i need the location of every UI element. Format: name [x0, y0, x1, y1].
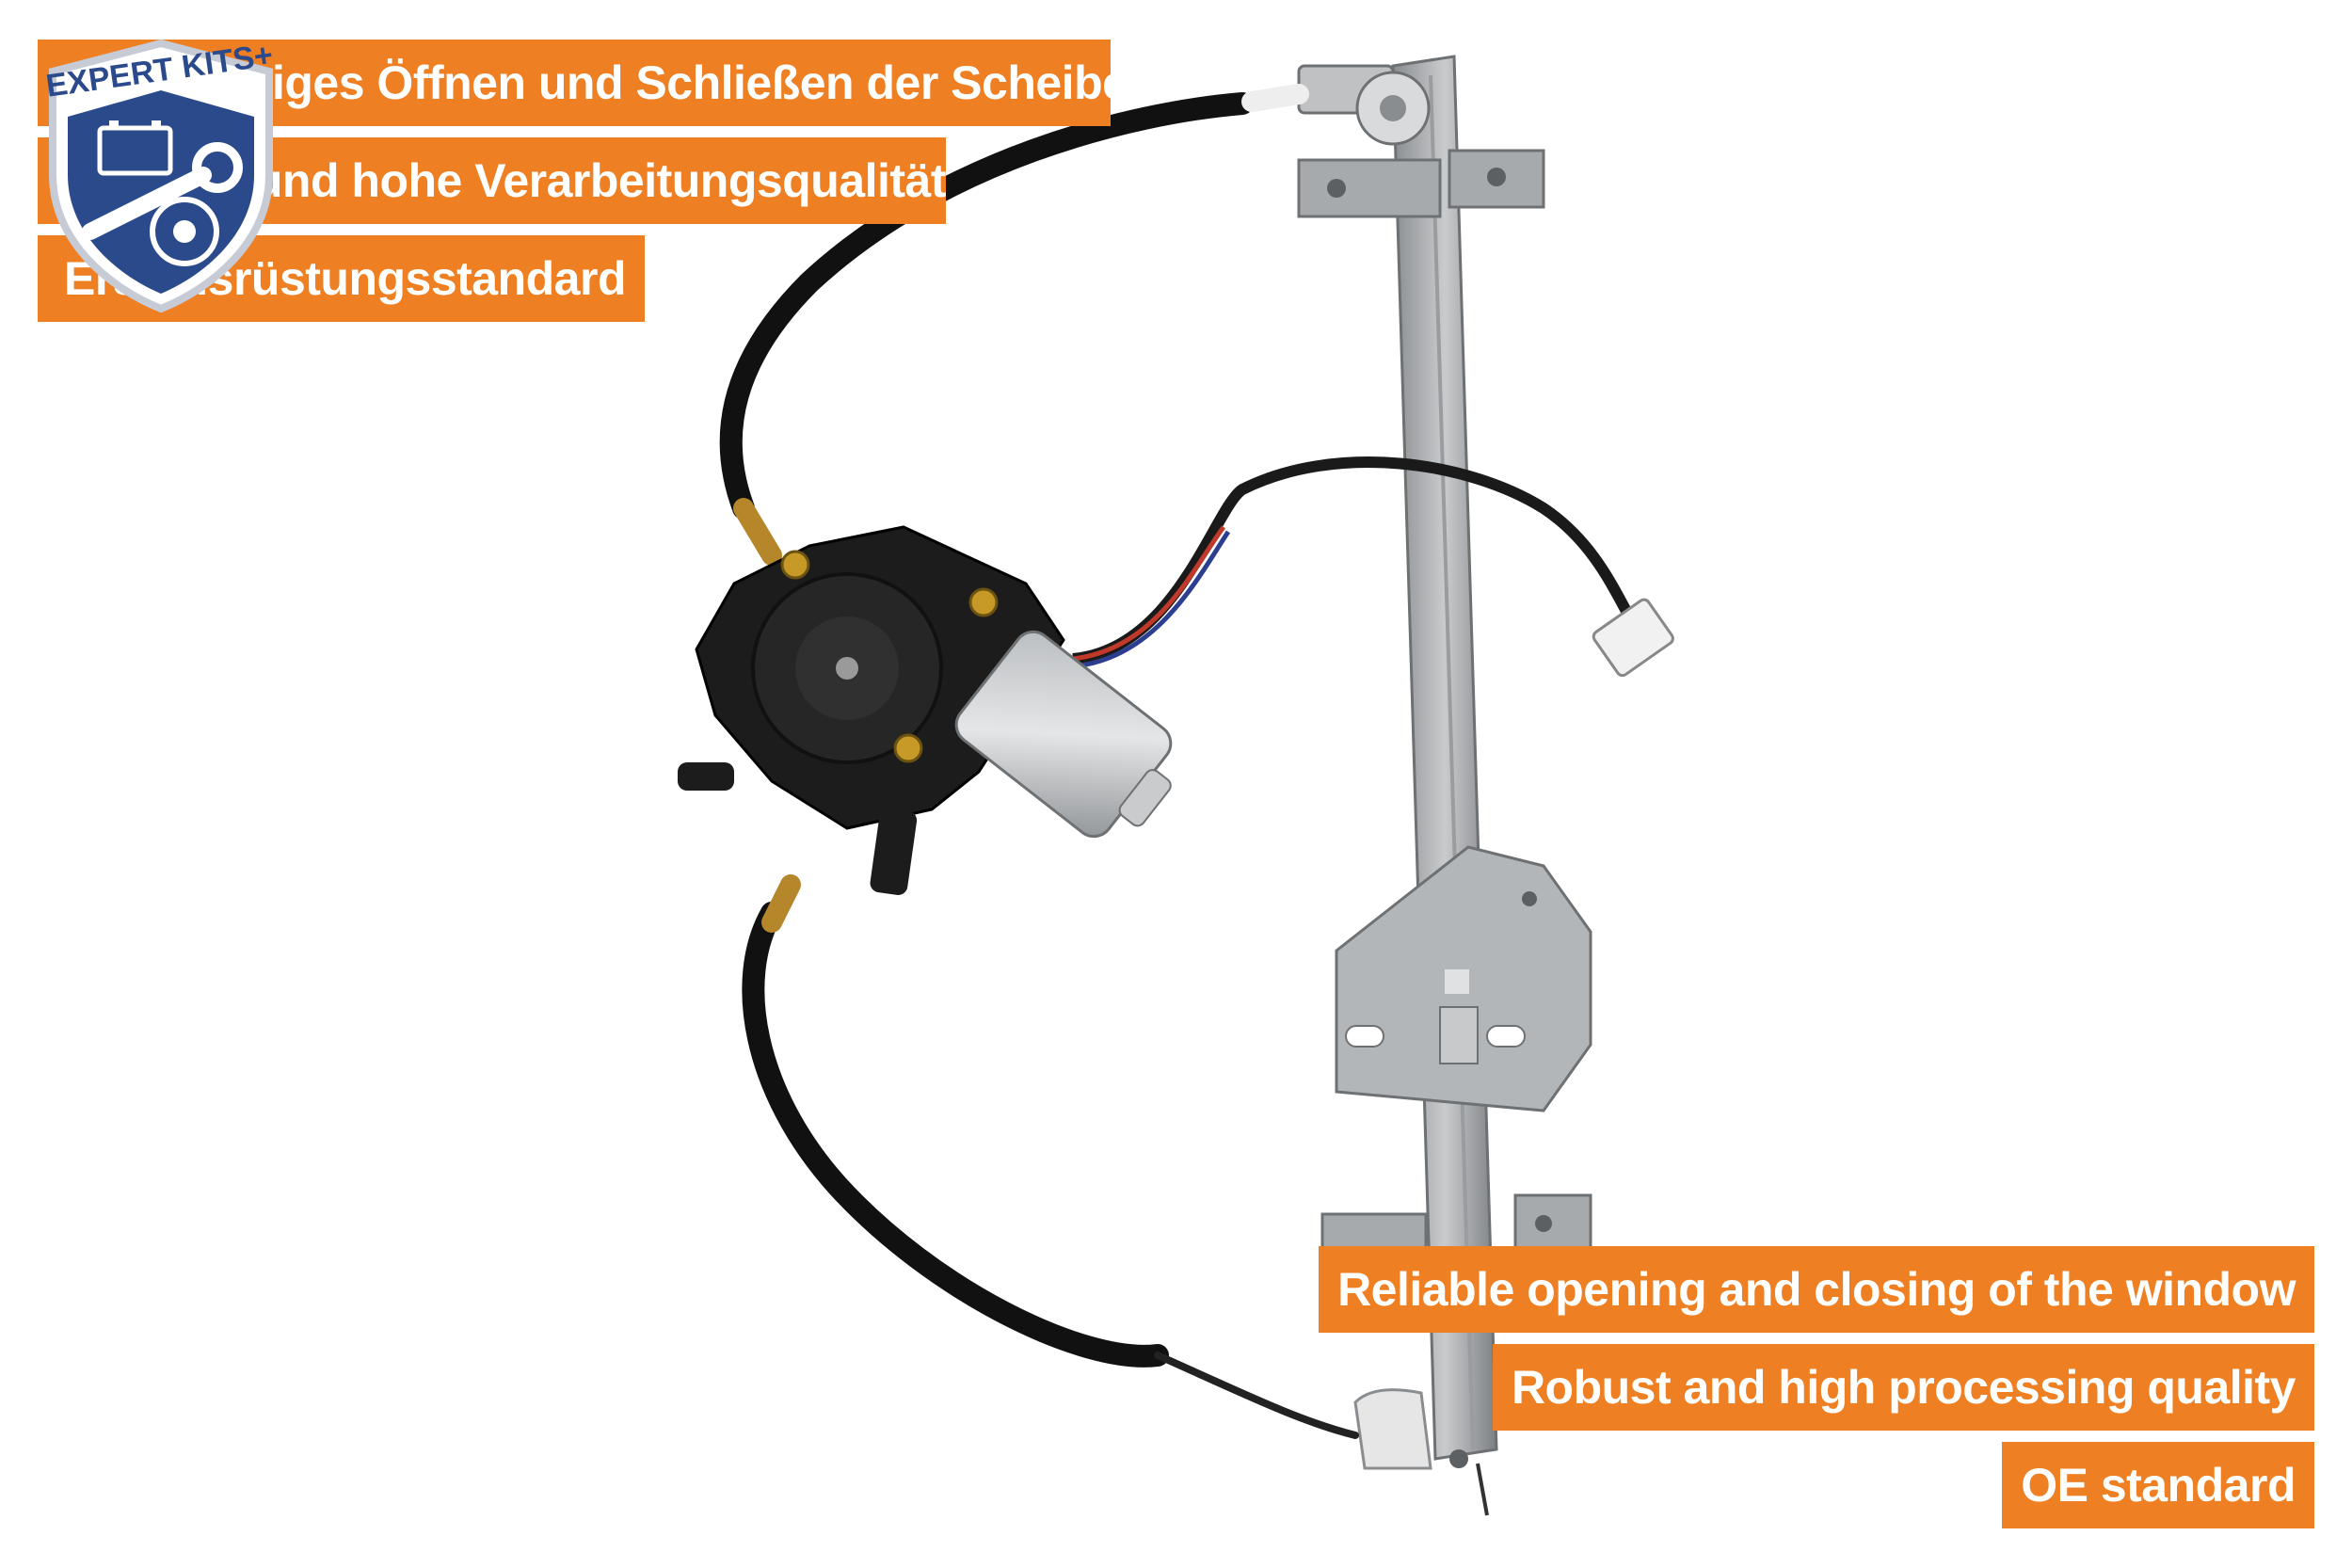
- feature-text-en-3: OE standard: [2021, 1459, 2296, 1512]
- brake-disc-icon: [150, 197, 219, 266]
- motor-wire: [1072, 456, 1674, 678]
- guide-rail: [1297, 55, 1592, 1516]
- feature-banner-en-2: Robust and high processing quality: [1492, 1344, 2314, 1431]
- battery-icon: [97, 120, 173, 176]
- feature-banner-en-3: OE standard: [2002, 1442, 2314, 1528]
- feature-text-en-1: Reliable opening and closing of the wind…: [1337, 1263, 2296, 1316]
- expert-kits-badge-logo: EXPERT KITS+: [44, 37, 275, 313]
- motor-gearbox: [678, 525, 1173, 896]
- feature-banner-en-1: Reliable opening and closing of the wind…: [1319, 1246, 2314, 1333]
- wrench-icon: [82, 142, 243, 240]
- feature-text-en-2: Robust and high processing quality: [1511, 1361, 2296, 1414]
- cable-sheaths: [719, 84, 1359, 1439]
